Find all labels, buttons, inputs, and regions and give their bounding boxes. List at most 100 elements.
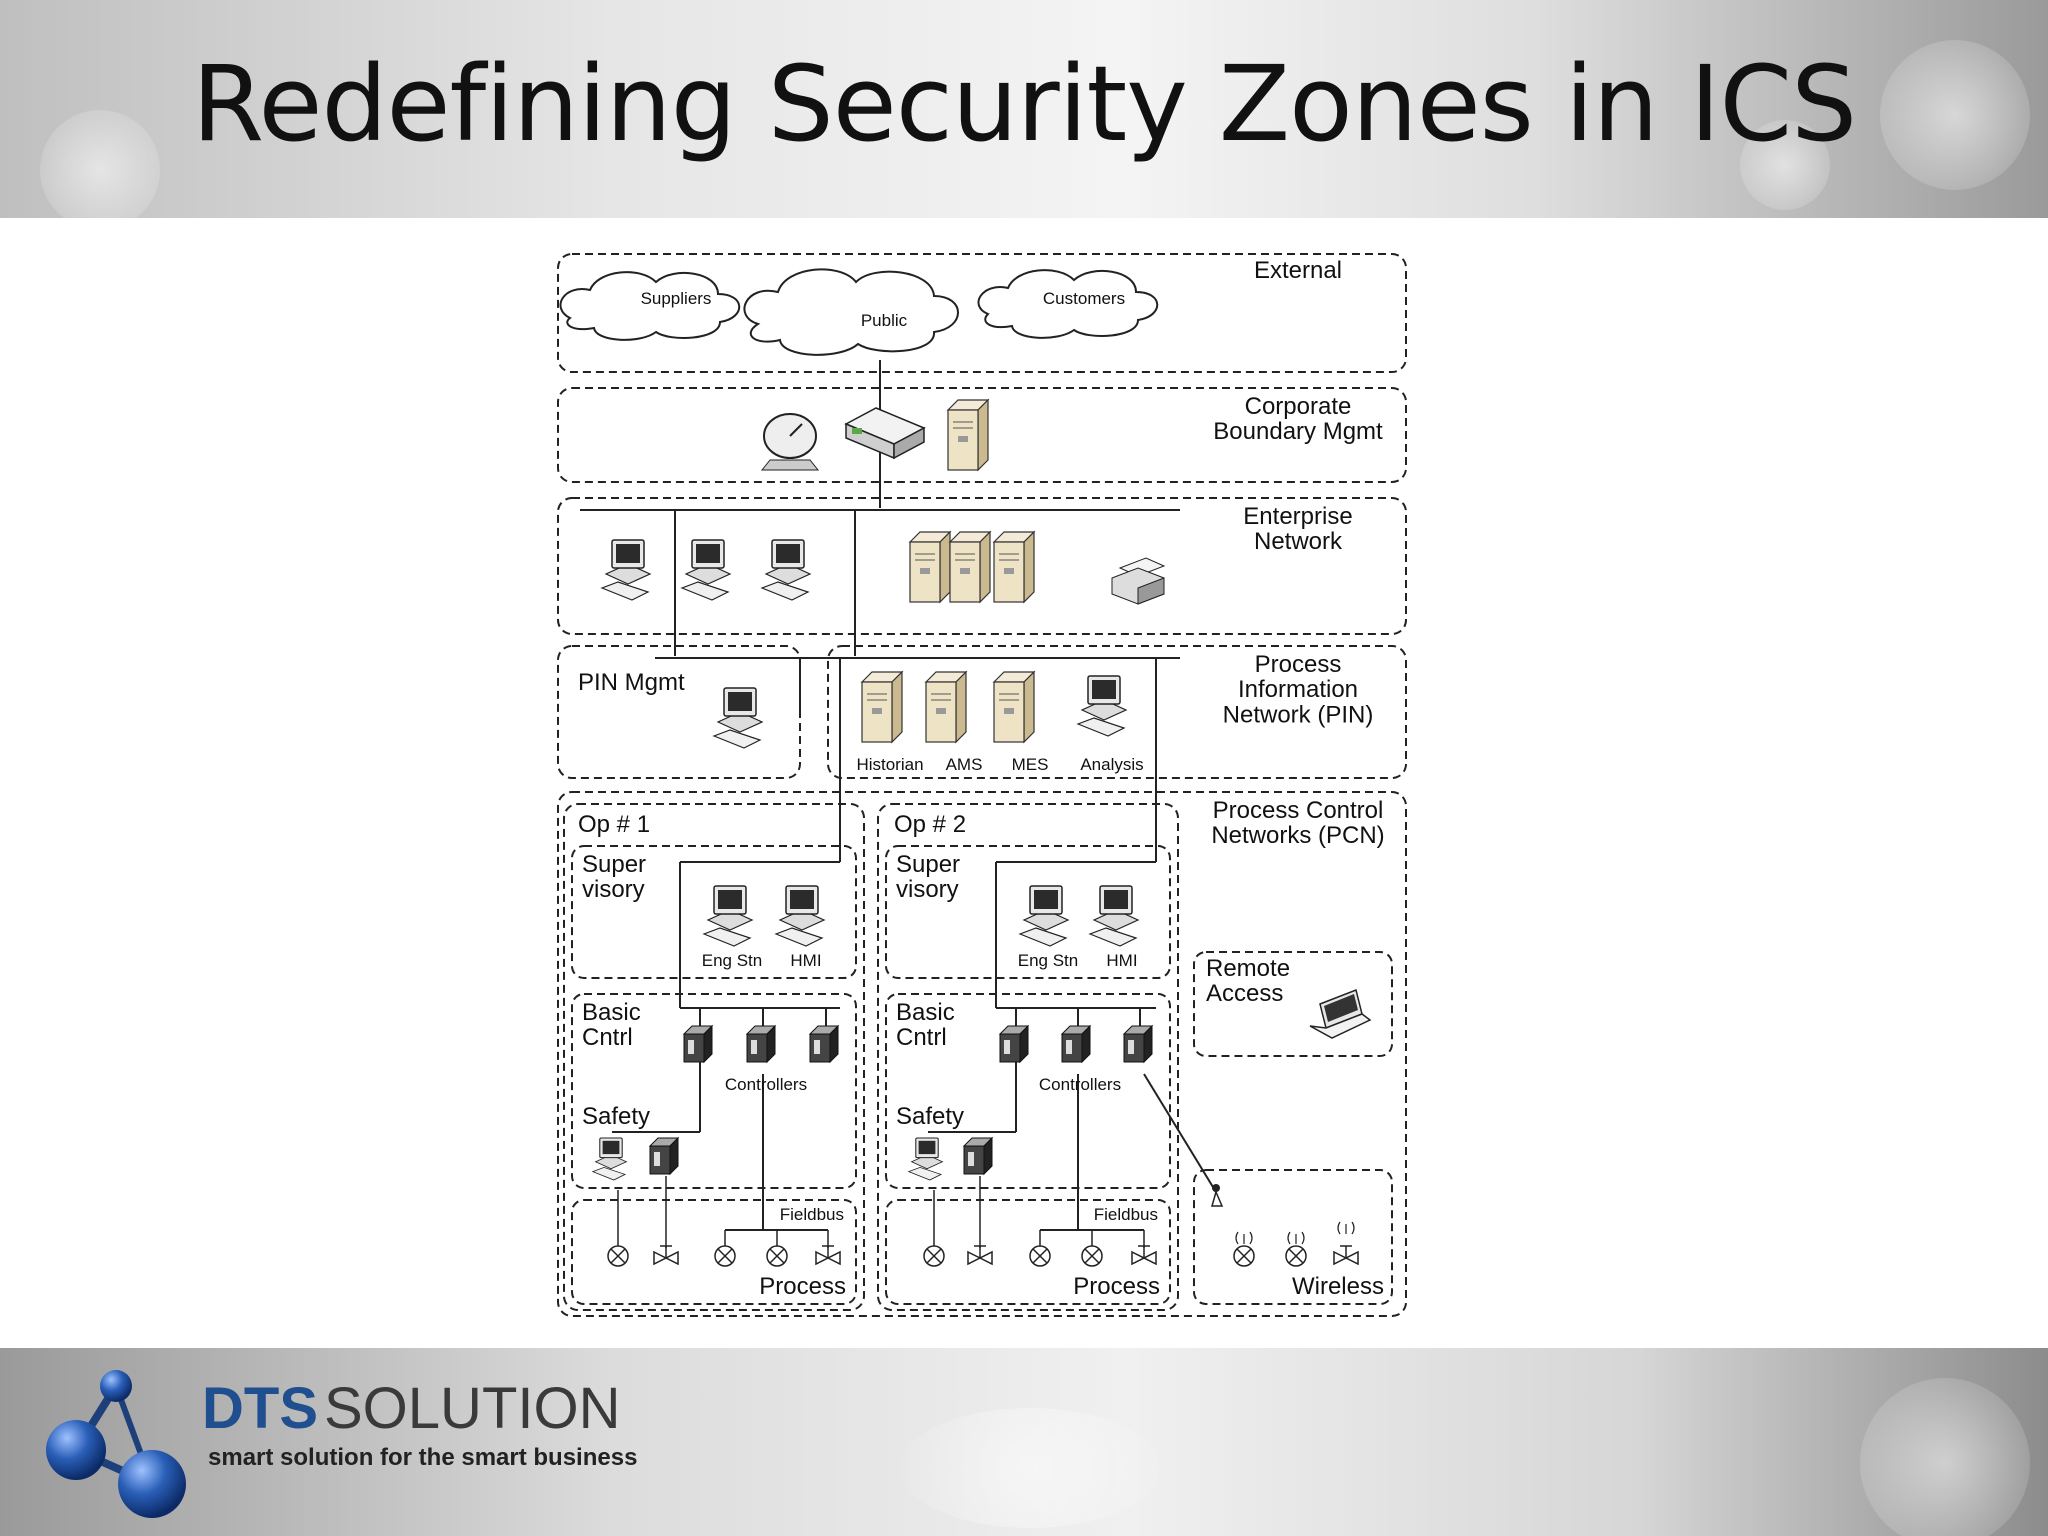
zone-basic-1	[571, 993, 857, 1189]
radio-icon	[1337, 1221, 1355, 1235]
zone-label-op2: Op # 2	[894, 811, 966, 838]
cloud-label-customers: Customers	[1043, 289, 1125, 308]
sensor-icon	[1233, 1245, 1255, 1267]
zone-label-pin-mgmt: PIN Mgmt	[578, 669, 685, 696]
workstation-label-eng-stn: Eng Stn	[702, 951, 763, 970]
zone-process-1	[571, 1199, 857, 1305]
pin-server-label: Historian	[856, 755, 923, 774]
cloud-customers	[977, 269, 1159, 339]
dts-logo-icon	[46, 1370, 186, 1518]
server-icon	[993, 531, 1035, 603]
sensor-icon	[607, 1245, 629, 1267]
wireless-antenna-icon	[1211, 1184, 1224, 1207]
controllers-label: Controllers	[725, 1075, 807, 1094]
laptop-icon	[1309, 988, 1372, 1039]
brand-light: SOLUTION	[324, 1376, 621, 1441]
cloud-suppliers	[559, 271, 741, 341]
zone-op1	[563, 803, 865, 1311]
pin-server-label: AMS	[946, 755, 983, 774]
zone-label-op1: Op # 1	[578, 811, 650, 838]
firewall-router-icon	[844, 407, 926, 460]
zone-supervisory-2	[885, 845, 1171, 979]
cloud-label-suppliers: Suppliers	[641, 289, 712, 308]
zone-enterprise	[557, 497, 1407, 635]
brand-tagline: smart solution for the smart business	[208, 1444, 638, 1471]
workstation-icon	[601, 539, 651, 601]
controller-icon	[683, 1025, 713, 1063]
controller-icon	[809, 1025, 839, 1063]
zone-basic-2	[885, 993, 1171, 1189]
fieldbus-label: Fieldbus	[780, 1205, 844, 1224]
pin-server-label: Analysis	[1080, 755, 1143, 774]
controller-icon	[999, 1025, 1029, 1063]
controller-icon	[1123, 1025, 1153, 1063]
valve-icon	[1333, 1245, 1359, 1265]
safety-controller-icon	[649, 1137, 679, 1175]
server-icon	[949, 531, 991, 603]
slide-footer	[0, 1348, 2048, 1536]
analysis-workstation-icon	[1077, 675, 1127, 737]
zone-pcn	[557, 791, 1407, 1317]
zone-process-2	[885, 1199, 1171, 1305]
sensor-icon	[1285, 1245, 1307, 1267]
zone-label-safety: Safety	[896, 1103, 964, 1130]
controller-icon	[746, 1025, 776, 1063]
printer-icon	[1111, 557, 1166, 605]
sensor-icon	[714, 1245, 736, 1267]
brand-bold: DTS	[202, 1376, 318, 1441]
cloud-label-public: Public	[861, 311, 908, 330]
zone-wireless	[1193, 1169, 1393, 1305]
safety-workstation-icon	[908, 1137, 943, 1181]
controller-icon	[1061, 1025, 1091, 1063]
server-icon	[947, 399, 989, 471]
pin-server-label: MES	[1012, 755, 1049, 774]
zone-supervisory-1	[571, 845, 857, 979]
zone-corporate	[557, 387, 1407, 483]
valve-icon	[1131, 1245, 1157, 1265]
workstation-icon	[681, 539, 731, 601]
workstation-label-eng-stn: Eng Stn	[1018, 951, 1079, 970]
zone-pin-mgmt	[557, 645, 801, 779]
eng-stn-icon	[1019, 885, 1069, 947]
zone-label-process: Process	[759, 1273, 846, 1300]
ams-server-icon	[925, 671, 967, 743]
hmi-icon	[1089, 885, 1139, 947]
cloud-public	[743, 268, 959, 356]
server-icon	[909, 531, 951, 603]
zone-op2	[877, 803, 1179, 1311]
zone-external	[557, 253, 1407, 373]
fieldbus-label: Fieldbus	[1094, 1205, 1158, 1224]
slide-header	[0, 0, 2048, 218]
radio-icon	[1235, 1231, 1253, 1245]
safety-controller-icon	[963, 1137, 993, 1175]
workstation-label-hmi: HMI	[1106, 951, 1137, 970]
eng-stn-icon	[703, 885, 753, 947]
sensor-icon	[923, 1245, 945, 1267]
zone-pin	[827, 645, 1407, 779]
radio-icon	[1287, 1231, 1305, 1245]
pin-mgmt-workstation-icon	[713, 687, 763, 749]
zone-label-safety: Safety	[582, 1103, 650, 1130]
sensor-icon	[1081, 1245, 1103, 1267]
hmi-icon	[775, 885, 825, 947]
historian-server-icon	[861, 671, 903, 743]
safety-workstation-icon	[592, 1137, 627, 1181]
sensor-icon	[766, 1245, 788, 1267]
satellite-dish-icon	[760, 413, 820, 471]
mes-server-icon	[993, 671, 1035, 743]
workstation-label-hmi: HMI	[790, 951, 821, 970]
zone-label-wireless: Wireless	[1292, 1273, 1384, 1300]
valve-icon	[967, 1245, 993, 1265]
controllers-label: Controllers	[1039, 1075, 1121, 1094]
zone-remote-access	[1193, 951, 1393, 1057]
